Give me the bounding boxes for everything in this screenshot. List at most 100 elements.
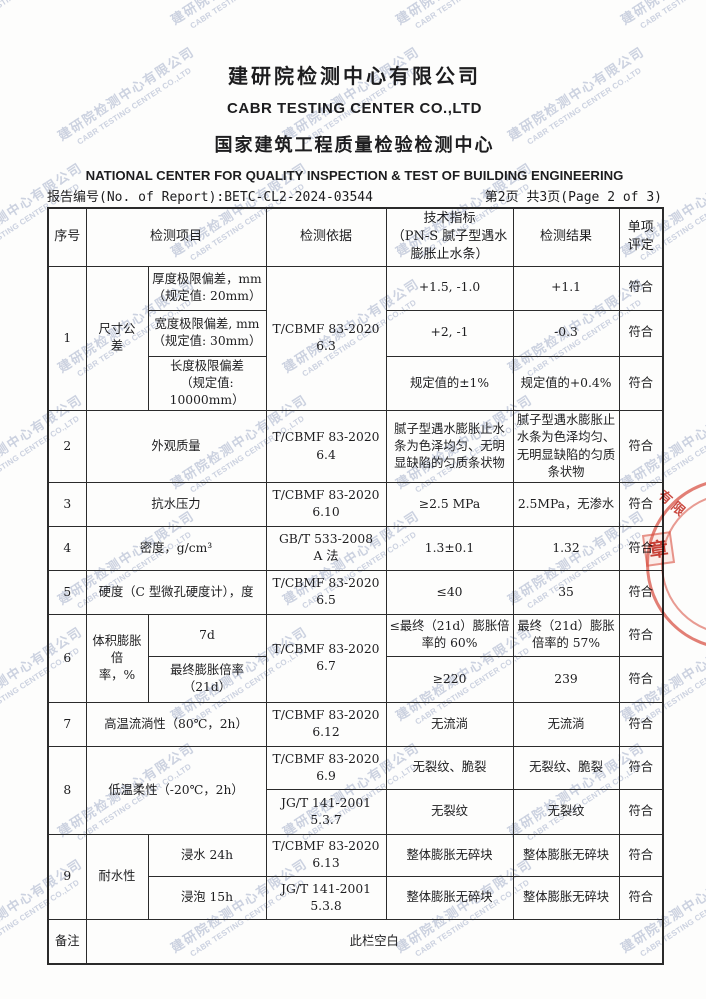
cell-verdict: 符合: [618, 265, 664, 311]
cell-item: 体积膨胀倍 率，%: [85, 613, 149, 703]
cell-indicator: +2, -1: [385, 309, 514, 357]
cell-indicator: 整体膨胀无碎块: [385, 833, 514, 877]
center-title-en: NATIONAL CENTER FOR QUALITY INSPECTION &…: [85, 168, 624, 183]
cell-item: 耐水性: [85, 833, 149, 920]
cell-indicator: 1.3±0.1: [385, 525, 514, 571]
cell-result: 整体膨胀无碎块: [512, 833, 620, 877]
cell-result: 无裂纹、脆裂: [512, 745, 620, 790]
cell-verdict: 符合: [618, 655, 664, 703]
table-row: 宽度极限偏差, mm （规定值: 30mm） +2, -1 -0.3 符合: [48, 309, 664, 357]
table-row: 4 密度，g/cm³ GB/T 533-2008 A 法 1.3±0.1 1.3…: [47, 525, 664, 571]
cell-no: 1: [47, 265, 87, 412]
cell-verdict: 符合: [618, 410, 664, 483]
cell-verdict: 符合: [618, 569, 664, 615]
cell-verdict: 符合: [618, 833, 664, 877]
remark-value: 此栏空白: [85, 918, 664, 965]
cell-verdict: 符合: [618, 875, 664, 920]
cell-no: 5: [47, 569, 87, 615]
cell-no: 7: [47, 701, 87, 747]
cell-item: 硬度（C 型微孔硬度计），度: [85, 569, 267, 615]
cell-item: 高温流淌性（80℃，2h）: [85, 701, 267, 747]
table-row: 9 耐水性 浸水 24h T/CBMF 83-2020 6.13 整体膨胀无碎块…: [47, 833, 664, 920]
cell-basis: T/CBMF 83-2020 6.5: [265, 569, 387, 615]
cell-result: 腻子型遇水膨胀止水条为色泽均匀、无明显缺陷的匀质条状物: [512, 410, 620, 483]
cell-item: 尺寸公 差: [85, 265, 149, 412]
table-row: 6 体积膨胀倍 率，% 7d T/CBMF 83-2020 6.7 ≤最终（21…: [47, 613, 664, 703]
cell-no: 3: [47, 481, 87, 527]
cell-no: 2: [47, 410, 87, 483]
cell-no: 6: [47, 613, 87, 703]
cell-verdict: 符合: [618, 355, 664, 412]
table-row: 1 尺寸公 差 厚度极限偏差，mm （规定值: 20mm） T/CBMF 83-…: [47, 265, 664, 412]
report-page: 建研院检测中心有限公司 CABR TESTING CENTER CO.,LTD …: [47, 64, 665, 966]
remark-label: 备注: [47, 918, 87, 965]
cell-basis: T/CBMF 83-2020 6.7: [265, 613, 387, 703]
remark-row: 备注 此栏空白: [47, 918, 664, 965]
cell-indicator: 规定值的±1%: [385, 355, 514, 412]
table-row: 5 硬度（C 型微孔硬度计），度 T/CBMF 83-2020 6.5 ≤40 …: [47, 569, 664, 615]
test-results-table: 序号 检测项目 检测依据 技术指标 （PN-S 腻子型遇水膨胀止水条） 检测结果…: [47, 207, 665, 966]
cell-subitem: 浸泡 15h: [147, 875, 267, 920]
cell-verdict: 符合: [618, 481, 664, 527]
cell-result: -0.3: [512, 309, 620, 357]
cell-basis: T/CBMF 83-2020 6.12: [265, 701, 387, 747]
header-indicator: 技术指标 （PN-S 腻子型遇水膨胀止水条）: [385, 207, 514, 267]
cell-no: 9: [47, 833, 87, 920]
table-row: 2 外观质量 T/CBMF 83-2020 6.4 腻子型遇水膨胀止水条为色泽均…: [47, 410, 664, 483]
cell-indicator: 无裂纹、脆裂: [385, 745, 514, 790]
cell-indicator: 无裂纹: [385, 788, 514, 835]
cell-item: 外观质量: [85, 410, 267, 483]
cell-result: 无流淌: [512, 701, 620, 747]
cell-result: +1.1: [512, 265, 620, 311]
cell-result: 2.5MPa，无渗水: [512, 481, 620, 527]
header-verdict: 单项 评定: [618, 207, 664, 267]
cell-result: 整体膨胀无碎块: [512, 875, 620, 920]
cell-item: 低温柔性（-20℃，2h）: [85, 745, 267, 835]
cell-basis: JG/T 141-2001 5.3.7: [265, 788, 387, 835]
cell-no: 4: [47, 525, 87, 571]
cell-indicator: +1.5, -1.0: [385, 265, 514, 311]
cell-basis: GB/T 533-2008 A 法: [265, 525, 387, 571]
cell-result: 1.32: [512, 525, 620, 571]
report-number: 报告编号(No. of Report):BETC-CL2-2024-03544: [47, 190, 373, 205]
cell-basis: T/CBMF 83-2020 6.3: [265, 265, 387, 412]
cell-subitem: 宽度极限偏差, mm （规定值: 30mm）: [147, 309, 267, 357]
cell-basis: T/CBMF 83-2020 6.9: [265, 745, 387, 790]
cell-verdict: 符合: [618, 613, 664, 657]
cell-result: 最终（21d）膨胀倍率的 57%: [512, 613, 620, 657]
cell-indicator: ≥2.5 MPa: [385, 481, 514, 527]
cell-subitem: 厚度极限偏差，mm （规定值: 20mm）: [147, 265, 267, 311]
cell-basis: T/CBMF 83-2020 6.13: [265, 833, 387, 877]
cell-indicator: ≤最终（21d）膨胀倍率的 60%: [385, 613, 514, 657]
report-meta-line: 报告编号(No. of Report):BETC-CL2-2024-03544 …: [47, 186, 662, 205]
company-title-en: CABR TESTING CENTER CO.,LTD: [227, 100, 482, 117]
cell-basis: T/CBMF 83-2020 6.4: [265, 410, 387, 483]
cell-indicator: ≤40: [385, 569, 514, 615]
table-row: 最终膨胀倍率 （21d） ≥220 239 符合: [48, 655, 664, 703]
table-row: 3 抗水压力 T/CBMF 83-2020 6.10 ≥2.5 MPa 2.5M…: [47, 481, 664, 527]
cell-result: 239: [512, 655, 620, 703]
header-no: 序号: [47, 207, 87, 267]
page-indicator: 第2页 共3页(Page 2 of 3): [484, 190, 662, 205]
table-row: JG/T 141-2001 5.3.7 无裂纹 无裂纹 符合: [48, 788, 664, 835]
table-row: 7 高温流淌性（80℃，2h） T/CBMF 83-2020 6.12 无流淌 …: [47, 701, 664, 747]
cell-item: 密度，g/cm³: [85, 525, 267, 571]
cell-subitem: 浸水 24h: [147, 833, 267, 877]
cell-result: 35: [512, 569, 620, 615]
company-title-cn: 建研院检测中心有限公司: [228, 64, 481, 88]
cell-subitem: 长度极限偏差 （规定值: 10000mm）: [147, 355, 267, 412]
cell-verdict: 符合: [618, 309, 664, 357]
header-result: 检测结果: [512, 207, 620, 267]
table-row: 8 低温柔性（-20℃，2h） T/CBMF 83-2020 6.9 无裂纹、脆…: [47, 745, 664, 835]
cell-verdict: 符合: [618, 788, 664, 835]
table-header-row: 序号 检测项目 检测依据 技术指标 （PN-S 腻子型遇水膨胀止水条） 检测结果…: [47, 207, 664, 267]
cell-basis: T/CBMF 83-2020 6.10: [265, 481, 387, 527]
cell-verdict: 符合: [618, 525, 664, 571]
cell-subitem: 最终膨胀倍率 （21d）: [147, 655, 267, 703]
cell-indicator: 整体膨胀无碎块: [385, 875, 514, 920]
cell-subitem: 7d: [147, 613, 267, 657]
cell-indicator: 无流淌: [385, 701, 514, 747]
cell-item: 抗水压力: [85, 481, 267, 527]
cell-result: 规定值的+0.4%: [512, 355, 620, 412]
cell-result: 无裂纹: [512, 788, 620, 835]
